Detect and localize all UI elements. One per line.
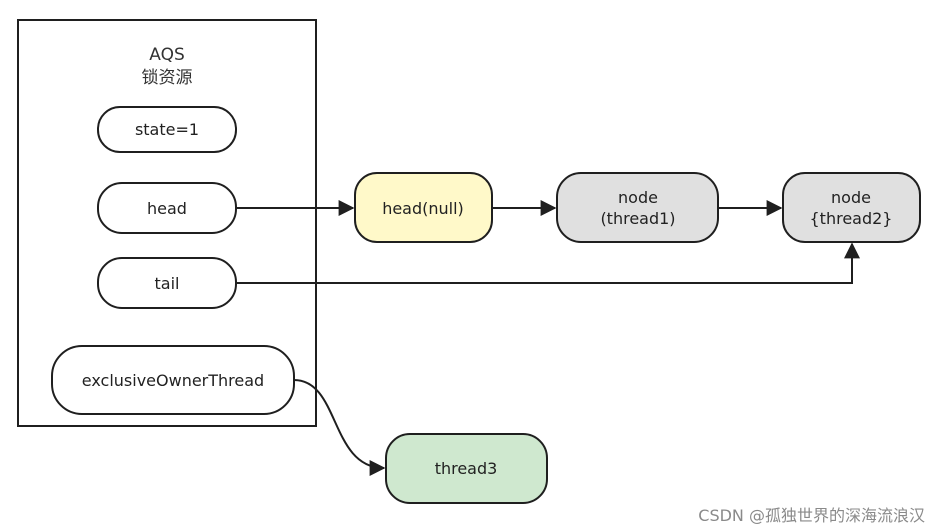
arrow-owner-to-thread3: [293, 379, 386, 476]
container-subtitle: 锁资源: [142, 68, 193, 88]
watermark: CSDN @孤独世界的深海流浪汉: [698, 506, 925, 525]
queue-node-2: node {thread2}: [782, 172, 921, 243]
queue-node-1-line1: node: [618, 188, 658, 207]
container-title: AQS: [149, 45, 185, 65]
field-state: state=1: [97, 106, 237, 153]
arrow-tail-to-node2: [236, 242, 860, 284]
field-head-label: head: [147, 199, 187, 218]
field-owner: exclusiveOwnerThread: [51, 345, 295, 415]
queue-node-1-line2: (thread1): [600, 209, 675, 228]
thread3-node: thread3: [385, 433, 548, 504]
queue-node-1: node (thread1): [556, 172, 719, 243]
queue-head-node: head(null): [354, 172, 493, 243]
field-tail-label: tail: [155, 274, 180, 293]
field-state-label: state=1: [135, 120, 199, 139]
queue-head-node-label: head(null): [382, 199, 464, 218]
queue-node-2-line1: node: [831, 188, 871, 207]
thread3-label: thread3: [435, 459, 498, 478]
field-head: head: [97, 182, 237, 234]
field-owner-label: exclusiveOwnerThread: [82, 371, 264, 390]
field-tail: tail: [97, 257, 237, 309]
queue-node-2-line2: {thread2}: [810, 209, 893, 228]
